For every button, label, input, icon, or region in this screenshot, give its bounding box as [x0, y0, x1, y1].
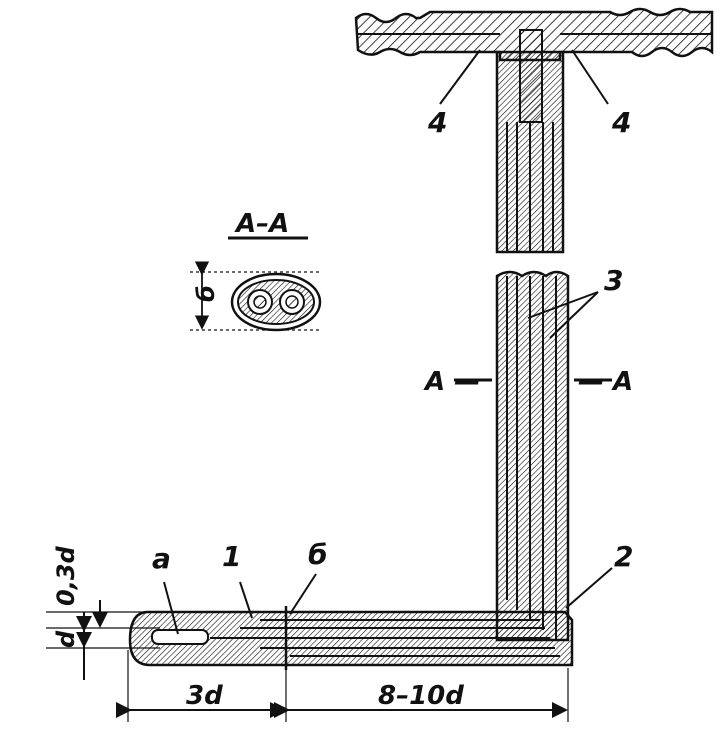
section-dim-label: б — [192, 285, 220, 302]
section-a-a — [190, 236, 322, 332]
callout-1: 1 — [222, 540, 241, 573]
dim-tip-offset: 0,3d — [52, 545, 80, 606]
dim-tip-diameter: d — [52, 630, 80, 648]
leader-lines — [163, 49, 613, 635]
dimension-lines — [46, 600, 569, 722]
callout-2: 2 — [614, 540, 633, 573]
vertical-tube-upper — [495, 50, 565, 254]
dim-tip-length: 3d — [186, 681, 223, 711]
callout-b: б — [308, 538, 328, 571]
callout-a: а — [152, 542, 171, 575]
dim-horizontal-length: 8–10d — [378, 681, 464, 711]
callout-4-left: 4 — [427, 106, 447, 139]
cut-label-right: — А — [578, 367, 633, 397]
vertical-tube-lower — [495, 270, 570, 642]
section-title: А–А — [234, 209, 289, 239]
junction-cavity — [151, 629, 209, 645]
cut-label-left: А — — [423, 367, 480, 397]
horizontal-probe — [128, 606, 574, 670]
callout-4-right: 4 — [611, 106, 631, 139]
callout-3: 3 — [604, 264, 623, 297]
